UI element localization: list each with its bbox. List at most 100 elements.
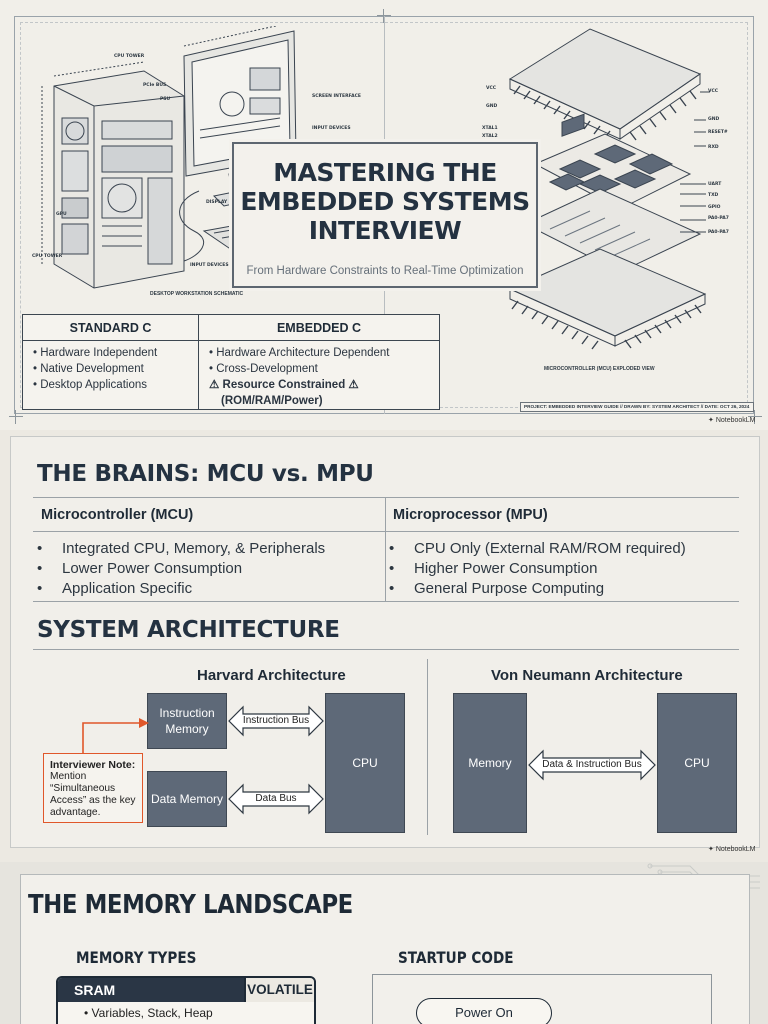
crosshair-icon [377, 9, 391, 23]
title-line-3: INTERVIEW [308, 216, 462, 245]
list-item: Lower Power Consumption [37, 559, 325, 579]
pin-label-gpio: GPIO [708, 205, 721, 210]
power-on-node: Power On [416, 998, 552, 1024]
sram-item-text: Variables, Stack, Heap [91, 1006, 213, 1020]
divider [33, 497, 739, 498]
pin-label-rxd: RXD [708, 145, 719, 150]
memory-box: Memory [453, 693, 527, 833]
embedded-c-column: EMBEDDED C Hardware Architecture Depende… [199, 315, 439, 409]
startup-code-heading: STARTUP CODE [398, 948, 514, 967]
mcu-exploded-caption: MICROCONTROLLER (MCU) EXPLODED VIEW [544, 366, 655, 372]
label-input-devices: INPUT DEVICES [312, 126, 351, 131]
system-architecture-heading: SYSTEM ARCHITECTURE [37, 617, 340, 643]
divider [33, 601, 739, 602]
title-card: MASTERING THE EMBEDDED SYSTEMS INTERVIEW… [232, 142, 538, 288]
mpu-header: Microprocessor (MPU) [393, 507, 548, 523]
label-psu: PSU [160, 97, 171, 102]
divider [33, 531, 739, 532]
pin-label-vcc: VCC [486, 86, 497, 91]
title-block-footer: PROJECT: EMBEDDED INTERVIEW GUIDE // DRA… [520, 402, 754, 412]
notebooklm-label: NotebookLM [715, 417, 756, 424]
list-item: Application Specific [37, 579, 325, 599]
desktop-schematic-caption: DESKTOP WORKSTATION SCHEMATIC [150, 291, 244, 297]
sram-label: SRAM [74, 982, 116, 998]
sram-card: SRAM VOLATILE • Variables, Stack, Heap [56, 976, 316, 1024]
title-slide: CPU TOWER PCIe BUS PSU SCREEN INTERFACE … [0, 0, 768, 430]
embedded-c-header: EMBEDDED C [199, 315, 439, 341]
notebooklm-label: NotebookLM [715, 846, 756, 853]
label-cpu-tower-2: CPU TOWER [32, 254, 63, 259]
main-title: MASTERING THE EMBEDDED SYSTEMS INTERVIEW [234, 158, 536, 245]
notebooklm-icon: ✦ [708, 846, 716, 853]
pin-label-gnd: GND [486, 104, 498, 109]
interviewer-note: Interviewer Note: Mention “Simultaneous … [43, 753, 143, 823]
list-item: Hardware Independent [33, 345, 198, 361]
title-line-2: EMBEDDED SYSTEMS [240, 187, 530, 216]
pin-label-xtal2: XTAL2 [482, 134, 498, 139]
standard-c-list: Hardware Independent Native Development … [23, 341, 198, 393]
note-title: Interviewer Note: [50, 759, 136, 771]
title-line-1: MASTERING THE [273, 158, 497, 187]
c-comparison-table: STANDARD C Hardware Independent Native D… [22, 314, 440, 410]
list-item: Hardware Architecture Dependent [209, 345, 439, 361]
sram-item: • Variables, Stack, Heap [84, 1006, 213, 1020]
warning-icon: ⚠ [209, 379, 220, 391]
list-item: Higher Power Consumption [389, 559, 686, 579]
notebooklm-badge: ✦ NotebookLM [708, 845, 756, 853]
pin-label-vcc-right: VCC [708, 89, 719, 94]
list-item: Cross-Development [209, 361, 439, 377]
desktop-workstation-illustration [41, 26, 341, 289]
resource-constrained-detail: (ROM/RAM/Power) [221, 395, 323, 407]
list-item: Desktop Applications [33, 377, 198, 393]
resource-constrained-warning: ⚠ Resource Constrained ⚠ [209, 377, 439, 393]
pin-label-pa0-pa7: PA0-PA7 [708, 216, 729, 221]
crosshair-icon [9, 410, 23, 424]
shared-bus-label: Data & Instruction Bus [542, 759, 642, 770]
brains-heading: THE BRAINS: MCU vs. MPU [37, 461, 374, 487]
list-item: Native Development [33, 361, 198, 377]
divider [33, 649, 739, 650]
crosshair-icon [748, 410, 762, 424]
sram-header: SRAM VOLATILE [58, 978, 314, 1002]
pin-label-gnd-right: GND [708, 117, 720, 122]
notebooklm-badge: ✦ NotebookLM [708, 416, 756, 424]
mpu-list: CPU Only (External RAM/ROM required) Hig… [389, 539, 686, 599]
note-body: Mention “Simultaneous Access” as the key… [50, 771, 136, 818]
pin-label-xtal1: XTAL1 [482, 126, 498, 131]
memory-landscape-heading: THE MEMORY LANDSCAPE [28, 890, 353, 920]
list-item: General Purpose Computing [389, 579, 686, 599]
harvard-cpu-box: CPU [325, 693, 405, 833]
label-screen-interface: SCREEN INTERFACE [312, 94, 361, 99]
label-pcie-bus: PCIe BUS [143, 83, 167, 88]
list-item: Integrated CPU, Memory, & Peripherals [37, 539, 325, 559]
slide-card: THE BRAINS: MCU vs. MPU Microcontroller … [10, 436, 760, 848]
mcu-list: Integrated CPU, Memory, & Peripherals Lo… [37, 539, 325, 599]
memory-landscape-slide: THE MEMORY LANDSCAPE MEMORY TYPES STARTU… [0, 862, 768, 1024]
label-input-devices-2: INPUT DEVICES [190, 263, 229, 268]
von-neumann-title: Von Neumann Architecture [491, 667, 683, 684]
label-gpu: GPU [56, 212, 67, 217]
architecture-divider [427, 659, 428, 835]
standard-c-column: STANDARD C Hardware Independent Native D… [23, 315, 199, 409]
instruction-memory-box: Instruction Memory [147, 693, 227, 749]
label-cpu-tower: CPU TOWER [114, 54, 145, 59]
memory-types-heading: MEMORY TYPES [76, 948, 197, 967]
mcu-header: Microcontroller (MCU) [41, 507, 194, 523]
mcu-exploded-illustration [508, 28, 710, 350]
list-item: CPU Only (External RAM/ROM required) [389, 539, 686, 559]
volatile-tag: VOLATILE [244, 978, 314, 1002]
pin-label-reset: RESET# [708, 130, 728, 135]
shared-bus-arrow [528, 749, 656, 781]
pin-label-uart: UART [708, 182, 722, 187]
column-divider [385, 497, 386, 601]
harvard-bus-arrows [228, 705, 324, 815]
warning-text: Resource Constrained [222, 379, 346, 391]
label-display-port: DISPLAY PORT [206, 200, 243, 205]
harvard-title: Harvard Architecture [197, 667, 346, 684]
note-connector-arrow [82, 718, 149, 753]
data-memory-box: Data Memory [147, 771, 227, 827]
embedded-c-list: Hardware Architecture Dependent Cross-De… [199, 341, 439, 409]
subtitle: From Hardware Constraints to Real-Time O… [246, 265, 524, 277]
notebooklm-icon: ✦ [708, 417, 716, 424]
pin-label-txd: TXD [708, 193, 719, 198]
